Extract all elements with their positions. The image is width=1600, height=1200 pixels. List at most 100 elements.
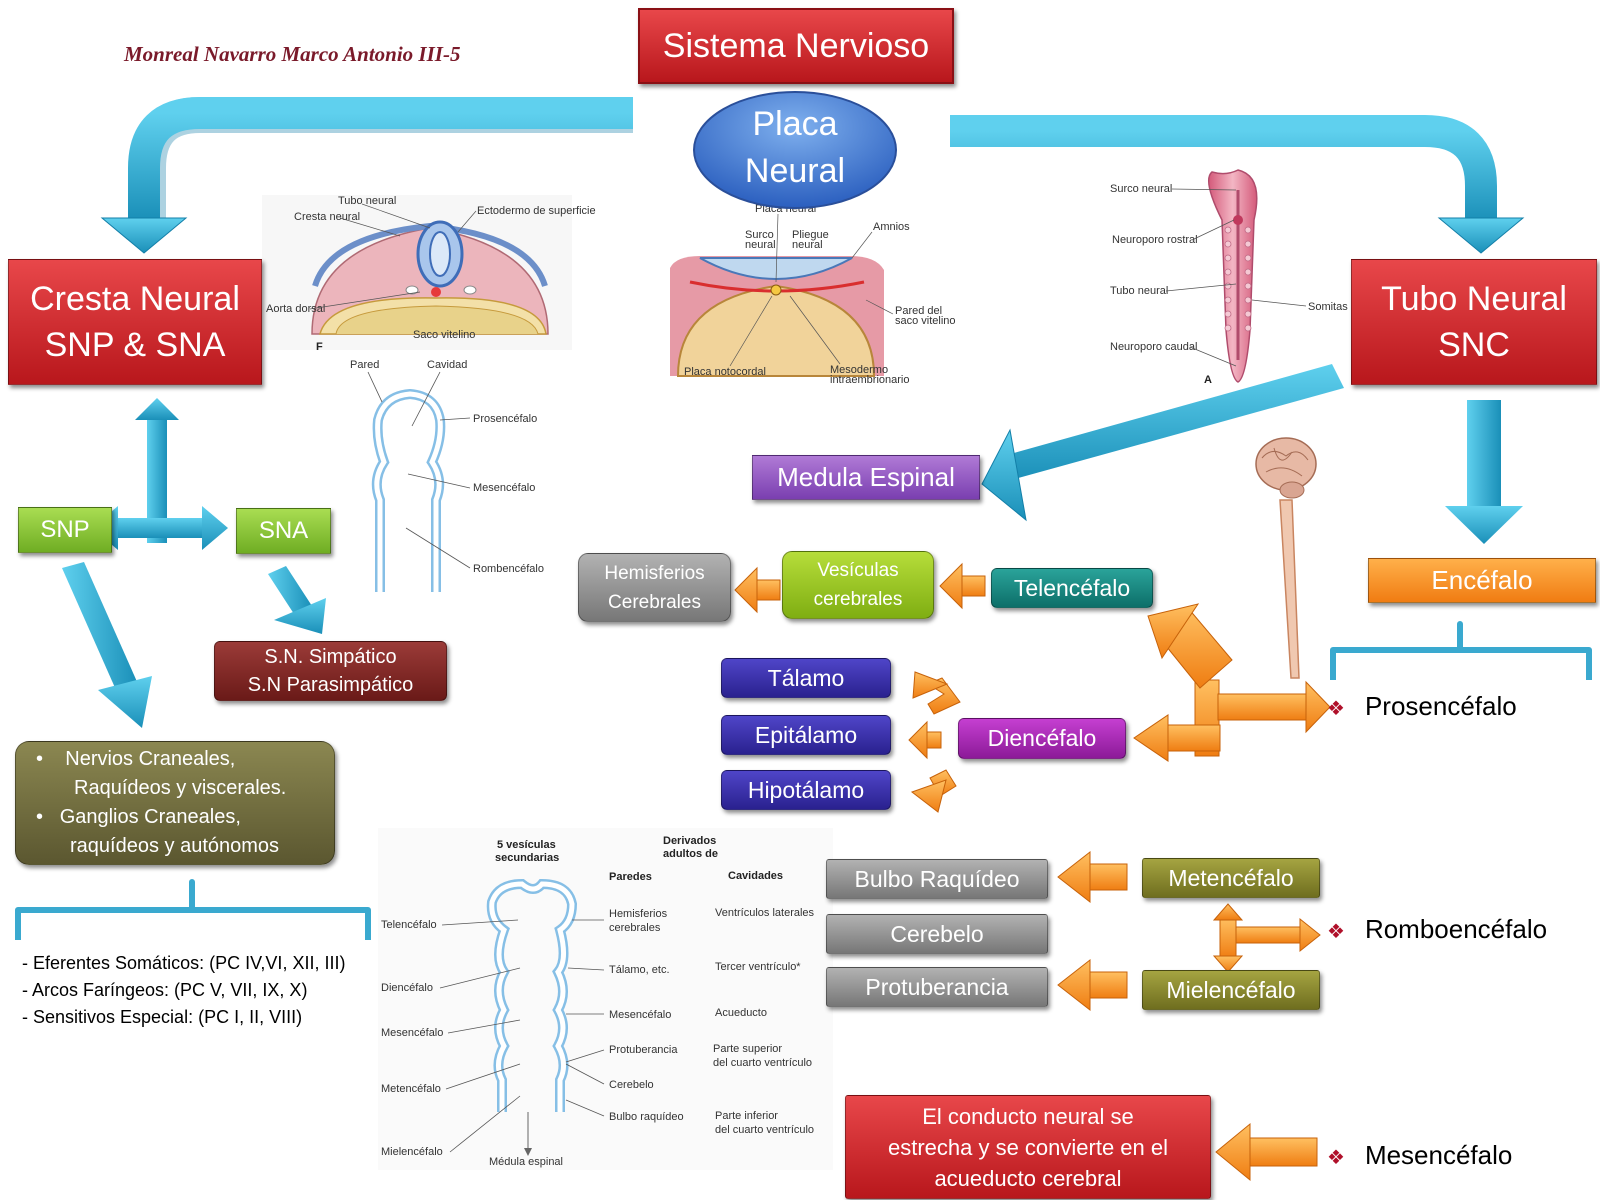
fig5-left-2: Mesencéfalo xyxy=(381,1027,443,1039)
fig5-mes: Mesencéfalo xyxy=(609,1009,671,1021)
fig5-hemis1: Hemisferios xyxy=(609,908,668,920)
arrow-diencefalo-hipotalamo xyxy=(910,769,957,813)
top-left-curved-arrow xyxy=(100,97,633,254)
figure-neural-plate: Placa neural Surco neural Pliegue neural… xyxy=(670,203,956,386)
fig4-caudal: Neuroporo caudal xyxy=(1110,341,1197,353)
fig5-vesiculas1: 5 vesículas xyxy=(497,839,556,851)
figure-five-vesicles: 5 vesículas secundarias Derivados adulto… xyxy=(378,828,833,1170)
left-bracket xyxy=(15,879,371,940)
vesiculas-box: Vesículas cerebrales xyxy=(782,551,934,619)
fig5-derivados2: adultos de xyxy=(663,848,718,860)
hemisferios-box: Hemisferios Cerebrales xyxy=(578,553,731,622)
cresta-neural-box: Cresta Neural SNP & SNA xyxy=(8,259,262,385)
fig2-pros: Prosencéfalo xyxy=(473,413,537,425)
fig4-somitas: Somitas xyxy=(1308,301,1348,313)
nervios-line-2: Raquídeos y viscerales. xyxy=(74,777,287,799)
figure-neural-crest-section: Tubo neural Cresta neural Ectodermo de s… xyxy=(262,195,596,353)
arrow-mesencefalo-conducto xyxy=(1215,1122,1318,1182)
fig5-left-3: Metencéfalo xyxy=(381,1083,441,1095)
sna-down-arrow xyxy=(268,566,326,634)
fig5-hemis2: cerebrales xyxy=(609,922,661,934)
fig5-sup1: Parte superior xyxy=(713,1043,782,1055)
simpatico-box: S.N. Simpático S.N Parasimpático xyxy=(214,641,447,701)
tubo-to-medula-arrow xyxy=(981,364,1344,522)
efferent-item: - Arcos Faríngeos: (PC V, VII, IX, X) xyxy=(22,980,308,1000)
fig5-bulbo: Bulbo raquídeo xyxy=(609,1111,684,1123)
placa-neural-ellipse xyxy=(693,91,897,209)
encefalo-box: Encéfalo xyxy=(1368,558,1596,603)
sna-box: SNA xyxy=(236,508,331,554)
fig5-vent: Ventrículos laterales xyxy=(715,907,815,919)
nervios-line-1: Nervios Craneales, xyxy=(65,748,236,770)
cerebelo-box: Cerebelo xyxy=(826,914,1048,954)
arrow-diencefalo-talamo xyxy=(912,671,961,715)
right-bracket xyxy=(1330,621,1592,680)
arrow-mielencefalo-protuberancia xyxy=(1057,958,1128,1012)
fig5-derivados1: Derivados xyxy=(663,835,716,847)
nervios-line-4: raquídeos y autónomos xyxy=(70,835,280,857)
fig3-notocordal: Placa notocordal xyxy=(684,366,766,378)
author-label: Monreal Navarro Marco Antonio III-5 xyxy=(124,42,461,66)
fig3-pliegue1: Pliegue xyxy=(792,229,829,241)
fig2-pared: Pared xyxy=(350,359,379,371)
fig3-meso2: intraembrionario xyxy=(830,374,909,386)
medula-espinal-box: Medula Espinal xyxy=(752,455,980,500)
prosencefalo-label: ❖Prosencéfalo xyxy=(1327,691,1517,721)
arrow-metencefalo-bulbo xyxy=(1057,850,1128,904)
fig3-pliegue2: neural xyxy=(792,239,823,251)
fig1-letter: F xyxy=(316,341,323,353)
talamo-box: Tálamo xyxy=(721,658,891,698)
fig3-pared1: Pared del xyxy=(895,305,942,317)
fig5-cereb: Cerebelo xyxy=(609,1079,654,1091)
figure-brain-spinal-cord xyxy=(1255,437,1317,679)
fig1-cresta-label: Cresta neural xyxy=(294,211,360,223)
fig5-paredes: Paredes xyxy=(609,871,652,883)
cresta-double-arrow xyxy=(92,398,228,550)
fig2-mes: Mesencéfalo xyxy=(473,482,535,494)
efferents-list: - Eferentes Somáticos: (PC IV,VI, XII, I… xyxy=(22,950,345,1031)
title-text: Sistema Nervioso xyxy=(662,26,930,65)
diamond-bullet-icon: ❖ xyxy=(1327,921,1345,943)
fig5-talamo: Tálamo, etc. xyxy=(609,964,670,976)
fig3-surco2: neural xyxy=(745,239,776,251)
telencefalo-box: Telencéfalo xyxy=(991,568,1153,608)
placa-neural-label: Placa Neural xyxy=(744,105,846,190)
fig5-vesiculas2: secundarias xyxy=(495,852,559,864)
fig1-aorta-label: Aorta dorsal xyxy=(266,303,325,315)
fig5-left-1: Diencéfalo xyxy=(381,982,433,994)
prosencefalo-connector xyxy=(1133,603,1331,762)
fig5-left-0: Telencéfalo xyxy=(381,919,437,931)
protuberancia-box: Protuberancia xyxy=(826,967,1048,1007)
fig3-meso1: Mesodermo xyxy=(830,364,888,376)
romboencefalo-label: ❖Romboencéfalo xyxy=(1327,914,1548,944)
fig4-rostral: Neuroporo rostral xyxy=(1112,234,1198,246)
fig5-inf1: Parte inferior xyxy=(715,1110,778,1122)
bulbo-raquideo-box: Bulbo Raquídeo xyxy=(826,859,1048,899)
mesencefalo-label: ❖Mesencéfalo xyxy=(1327,1140,1513,1170)
diamond-bullet-icon: ❖ xyxy=(1327,1147,1345,1169)
fig4-tubo: Tubo neural xyxy=(1110,285,1168,297)
fig3-surco1: Surco xyxy=(745,229,774,241)
figure-embryo-dorsal: Surco neural Neuroporo rostral Tubo neur… xyxy=(1110,169,1348,386)
fig1-tubo-label: Tubo neural xyxy=(338,195,396,207)
fig5-tercer: Tercer ventrículo* xyxy=(715,961,801,973)
fig2-romb: Rombencéfalo xyxy=(473,563,544,575)
nervios-line-3: Ganglios Craneales, xyxy=(59,806,241,828)
fig5-inf2: del cuarto ventrículo xyxy=(715,1124,814,1136)
tubo-to-encefalo-arrow xyxy=(1445,400,1523,544)
title-box: Sistema Nervioso xyxy=(638,8,954,84)
diencefalo-box: Diencéfalo xyxy=(958,718,1126,759)
efferent-item: - Eferentes Somáticos: (PC IV,VI, XII, I… xyxy=(22,953,346,973)
mielencefalo-box: Mielencéfalo xyxy=(1142,970,1320,1010)
efferent-item: - Sensitivos Especial: (PC I, II, VIII) xyxy=(22,1007,303,1027)
figure-three-vesicles: Pared Cavidad Prosencéfalo Mesencéfalo R… xyxy=(350,359,544,592)
fig5-acueducto: Acueducto xyxy=(715,1007,767,1019)
romboencefalo-connector xyxy=(1212,903,1321,973)
fig5-left-4: Mielencéfalo xyxy=(381,1146,443,1158)
arrow-telencefalo-vesiculas xyxy=(939,562,986,610)
epitalamo-box: Epitálamo xyxy=(721,715,891,755)
fig1-ecto-label: Ectodermo de superficie xyxy=(477,205,596,217)
snp-box: SNP xyxy=(18,507,112,553)
